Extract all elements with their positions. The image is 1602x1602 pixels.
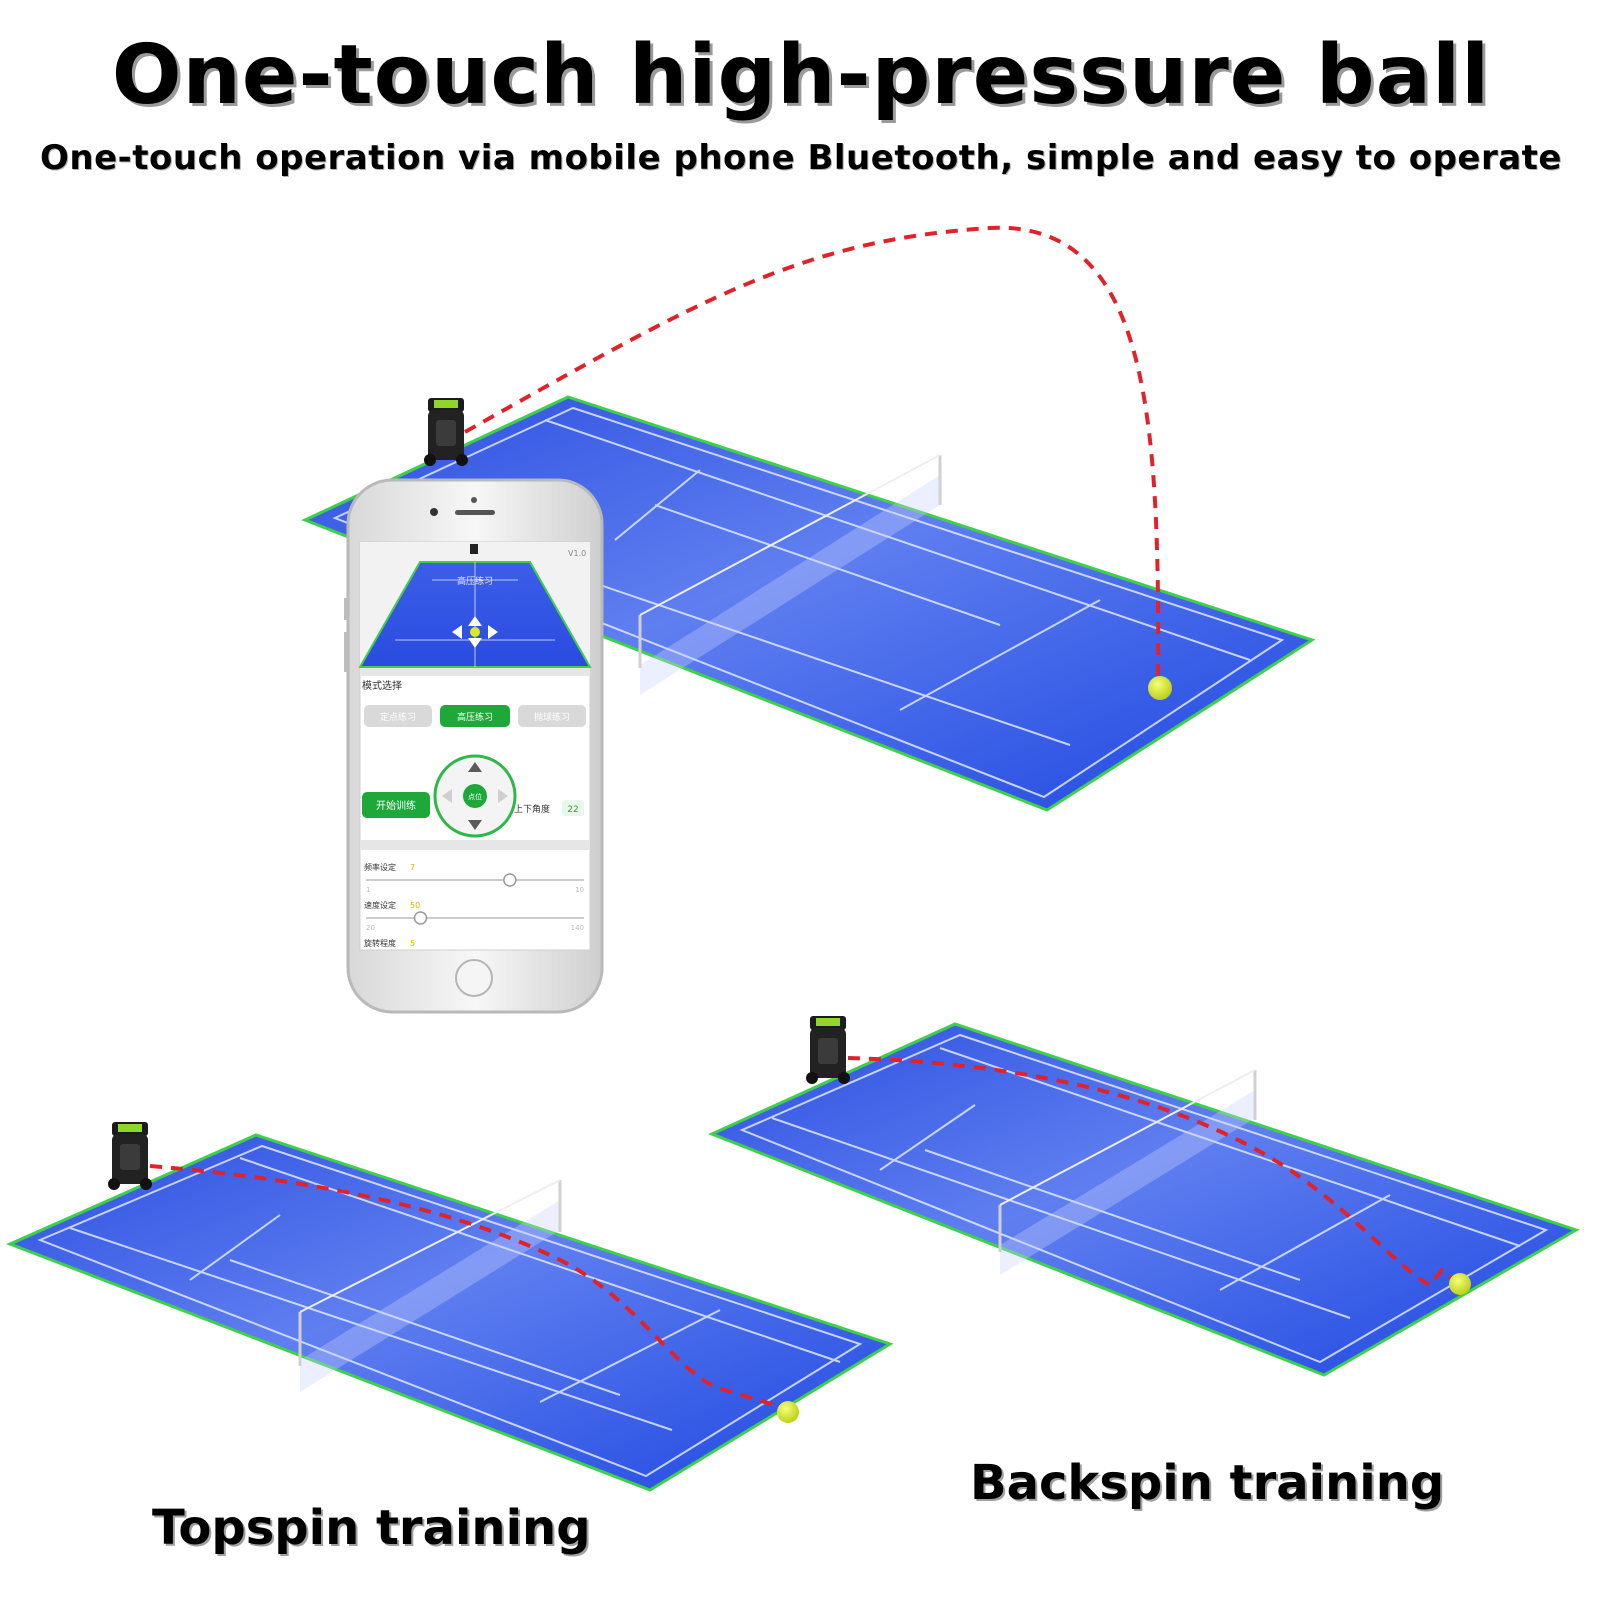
dpad-center-button[interactable] [463, 784, 487, 808]
arrow-right-icon[interactable] [498, 789, 508, 803]
speed-slider-handle[interactable] [413, 911, 428, 925]
move-arrows-icon[interactable] [452, 616, 498, 648]
trajectory-main [464, 225, 1161, 691]
start-training-button[interactable] [362, 792, 430, 818]
phone-camera-icon [430, 508, 438, 516]
ball-backspin [1449, 1273, 1471, 1295]
frequency-label: 频率设定 [364, 862, 396, 872]
topspin-court-net [298, 1179, 562, 1392]
dpad-center-label: 点位 [468, 792, 482, 801]
topspin-court [6, 1122, 894, 1492]
tab-toss-label: 抛球练习 [534, 711, 570, 723]
trajectory-backspin [847, 1056, 1457, 1288]
screen-court-label: 高压练习 [457, 575, 493, 587]
ball-machine-main [424, 398, 468, 466]
frequency-min: 1 [366, 886, 370, 894]
ball-machine-backspin [806, 1016, 850, 1084]
caption-topspin: Topspin training [152, 1500, 591, 1556]
main-court-net [638, 454, 942, 695]
backspin-court-net [998, 1069, 1257, 1275]
page-subtitle: One-touch operation via mobile phone Blu… [39, 138, 1562, 178]
phone-speaker-icon [455, 510, 495, 515]
app-version: V1.0 [568, 549, 586, 558]
angle-value-box [562, 800, 584, 816]
page-title: One-touch high-pressure ball [111, 28, 1491, 123]
angle-value: 22 [567, 805, 578, 815]
speed-value: 50 [410, 901, 420, 910]
trajectory-topspin [149, 1164, 786, 1410]
backspin-court [708, 1016, 1580, 1377]
speed-min: 20 [366, 924, 375, 932]
smartphone: V1.0 高压练习 模式选择 定点练习 高压练习 抛球练习 开始训练 点位 上下… [344, 478, 604, 1014]
arrow-down-icon[interactable] [468, 820, 482, 830]
tab-toss[interactable] [518, 705, 586, 727]
direction-pad[interactable] [433, 754, 517, 838]
speed-label: 速度设定 [364, 900, 396, 910]
angle-label: 上下角度 [514, 803, 550, 815]
frequency-slider-handle[interactable] [503, 873, 517, 887]
screen-machine-icon [470, 544, 478, 554]
ball-main [1148, 676, 1172, 700]
spin-value: 5 [410, 939, 415, 948]
tab-high-pressure-label: 高压练习 [457, 711, 493, 723]
spin-label: 旋转程度 [364, 938, 396, 948]
start-training-label: 开始训练 [376, 799, 416, 812]
mode-section-label: 模式选择 [362, 679, 402, 692]
arrow-up-icon[interactable] [468, 762, 482, 772]
speed-slider[interactable] [366, 911, 584, 925]
frequency-value: 7 [410, 863, 415, 872]
ball-machine-topspin [108, 1122, 152, 1190]
arrow-left-icon[interactable] [442, 789, 452, 803]
tab-fixed-point-label: 定点练习 [380, 711, 416, 723]
tab-fixed-point[interactable] [364, 705, 432, 727]
frequency-slider[interactable] [366, 873, 584, 887]
frequency-max: 10 [575, 886, 584, 894]
home-button[interactable] [455, 959, 493, 997]
phone-speaker-dot [471, 497, 477, 503]
ball-topspin [777, 1401, 799, 1423]
speed-max: 140 [571, 924, 584, 932]
caption-backspin: Backspin training [970, 1455, 1445, 1511]
tab-high-pressure[interactable] [440, 705, 510, 727]
